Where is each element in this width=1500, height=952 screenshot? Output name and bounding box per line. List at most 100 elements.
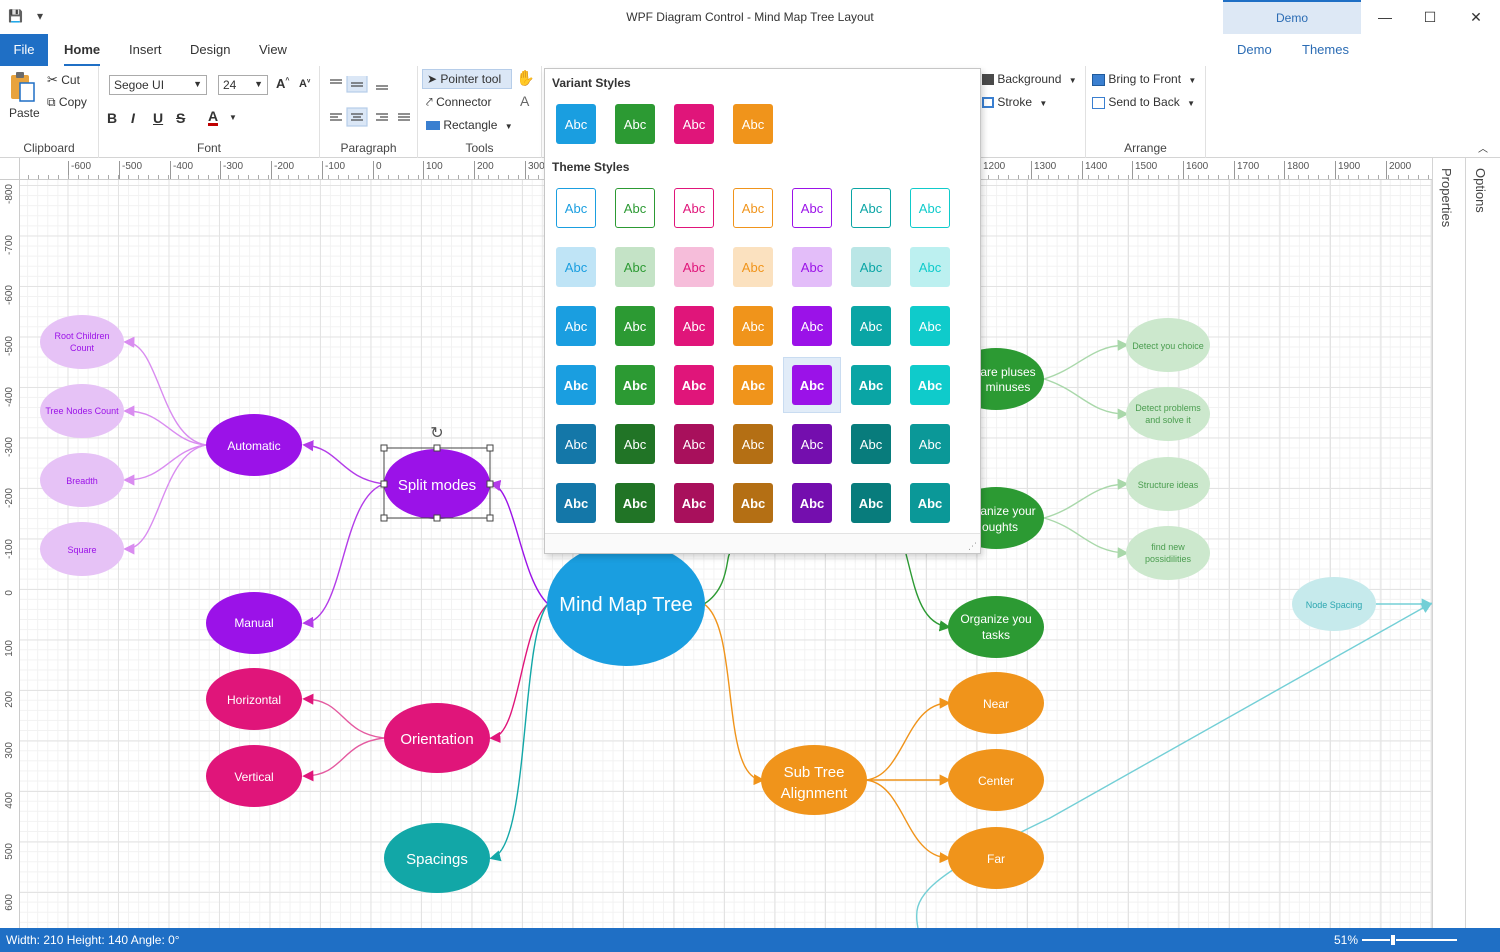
node-square[interactable]: Square bbox=[40, 522, 124, 576]
theme-style-swatch-dark[interactable]: Abc bbox=[615, 424, 655, 464]
node-structure-ideas[interactable]: Structure ideas bbox=[1126, 457, 1210, 511]
node-far[interactable]: Far bbox=[948, 827, 1044, 889]
theme-style-swatch-dark-bold[interactable]: Abc bbox=[851, 483, 891, 523]
connector-subtree-far[interactable] bbox=[865, 779, 951, 864]
node-organize-tasks[interactable]: Organize you tasks bbox=[948, 596, 1044, 658]
minimize-button[interactable]: — bbox=[1378, 9, 1392, 25]
theme-style-swatch-light[interactable]: Abc bbox=[733, 247, 773, 287]
connector-root-subtree[interactable] bbox=[703, 603, 765, 786]
theme-style-swatch-dark[interactable]: Abc bbox=[556, 424, 596, 464]
theme-style-swatch-dark-bold[interactable]: Abc bbox=[792, 483, 832, 523]
connector-root-split[interactable] bbox=[489, 479, 549, 605]
zoom-slider-thumb[interactable] bbox=[1390, 934, 1396, 946]
node-detect-choice[interactable]: Detect you choice bbox=[1126, 318, 1210, 372]
theme-style-swatch-outline[interactable]: Abc bbox=[733, 188, 773, 228]
save-icon[interactable]: 💾 bbox=[8, 9, 23, 23]
theme-style-swatch-outline[interactable]: Abc bbox=[674, 188, 714, 228]
paste-button[interactable] bbox=[8, 70, 40, 110]
theme-style-swatch-bold[interactable]: Abc bbox=[556, 365, 596, 405]
send-to-back-button[interactable]: Send to Back ▼ bbox=[1092, 95, 1195, 109]
theme-style-swatch-light[interactable]: Abc bbox=[674, 247, 714, 287]
theme-style-swatch-bold[interactable]: Abc bbox=[792, 365, 832, 405]
rotate-handle-icon[interactable]: ↻ bbox=[430, 425, 443, 442]
node-mind-map-tree[interactable]: Mind Map Tree bbox=[547, 542, 705, 666]
rectangle-button[interactable]: Rectangle ▼ bbox=[426, 118, 513, 132]
node-tree-nodes-count[interactable]: Tree Nodes Count bbox=[40, 384, 124, 438]
tab-demo[interactable]: Demo bbox=[1237, 42, 1272, 57]
connector-automatic-square[interactable] bbox=[123, 444, 207, 555]
theme-style-swatch-solid[interactable]: Abc bbox=[674, 306, 714, 346]
font-color-dropdown-icon[interactable]: ▼ bbox=[229, 113, 237, 122]
variant-style-swatch[interactable]: Abc bbox=[674, 104, 714, 144]
variant-style-swatch[interactable]: Abc bbox=[615, 104, 655, 144]
node-center[interactable]: Center bbox=[948, 749, 1044, 811]
theme-style-swatch-solid[interactable]: Abc bbox=[615, 306, 655, 346]
connector-orientation-vertical[interactable] bbox=[302, 737, 385, 782]
theme-style-swatch-solid[interactable]: Abc bbox=[733, 306, 773, 346]
connector-root-green[interactable] bbox=[703, 553, 731, 605]
connector-button[interactable]: ⤤ Connector bbox=[426, 95, 491, 110]
theme-style-swatch-solid[interactable]: Abc bbox=[910, 306, 950, 346]
node-node-spacing[interactable]: Node Spacing bbox=[1292, 577, 1376, 631]
node-breadth[interactable]: Breadth bbox=[40, 453, 124, 507]
tab-view[interactable]: View bbox=[259, 42, 287, 57]
theme-style-swatch-light[interactable]: Abc bbox=[615, 247, 655, 287]
node-find-new-possibilities[interactable]: find new possidilities bbox=[1126, 526, 1210, 580]
bold-button[interactable]: B bbox=[107, 110, 118, 126]
connector-compare-problems[interactable] bbox=[1043, 378, 1129, 420]
theme-style-swatch-light[interactable]: Abc bbox=[910, 247, 950, 287]
collapse-ribbon-icon[interactable]: ︿ bbox=[1478, 144, 1488, 155]
node-vertical[interactable]: Vertical bbox=[206, 745, 302, 807]
connector-split-automatic[interactable] bbox=[302, 440, 385, 485]
theme-style-swatch-dark[interactable]: Abc bbox=[733, 424, 773, 464]
pan-hand-icon[interactable]: ✋ bbox=[516, 70, 535, 87]
font-size-combo[interactable]: 24 ▼ bbox=[218, 75, 268, 95]
pointer-tool-button[interactable]: ➤ Pointer tool bbox=[422, 69, 512, 89]
theme-style-swatch-outline[interactable]: Abc bbox=[615, 188, 655, 228]
connector-node-spacing[interactable] bbox=[915, 602, 1432, 928]
theme-style-swatch-dark-bold[interactable]: Abc bbox=[674, 483, 714, 523]
theme-style-swatch-outline[interactable]: Abc bbox=[851, 188, 891, 228]
theme-style-swatch-light[interactable]: Abc bbox=[792, 247, 832, 287]
theme-style-swatch-dark[interactable]: Abc bbox=[910, 424, 950, 464]
font-color-button[interactable]: A bbox=[208, 108, 219, 126]
resize-grip-icon[interactable]: ⋰ bbox=[968, 541, 977, 551]
connector-thoughts-findnew[interactable] bbox=[1043, 517, 1129, 559]
zoom-slider[interactable] bbox=[1362, 939, 1457, 941]
connector-automatic-rootchildren[interactable] bbox=[123, 336, 207, 446]
text-tool-icon[interactable]: A bbox=[520, 93, 530, 109]
theme-style-swatch-light[interactable]: Abc bbox=[556, 247, 596, 287]
theme-style-swatch-dark[interactable]: Abc bbox=[674, 424, 714, 464]
connector-thoughts-structure[interactable] bbox=[1043, 478, 1129, 519]
theme-style-swatch-outline[interactable]: Abc bbox=[792, 188, 832, 228]
theme-style-swatch-solid[interactable]: Abc bbox=[851, 306, 891, 346]
context-tab-demo[interactable]: Demo bbox=[1223, 0, 1361, 34]
tab-file[interactable]: File bbox=[0, 34, 48, 66]
theme-style-swatch-dark-bold[interactable]: Abc bbox=[910, 483, 950, 523]
node-manual[interactable]: Manual bbox=[206, 592, 302, 654]
node-near[interactable]: Near bbox=[948, 672, 1044, 734]
cut-button[interactable]: ✂ Cut bbox=[47, 72, 80, 88]
theme-style-swatch-solid[interactable]: Abc bbox=[792, 306, 832, 346]
theme-style-swatch-bold[interactable]: Abc bbox=[674, 365, 714, 405]
close-button[interactable]: ✕ bbox=[1470, 9, 1482, 25]
alignment-icons[interactable] bbox=[328, 76, 416, 130]
node-sub-tree-alignment[interactable]: Sub Tree Alignment bbox=[761, 745, 867, 815]
theme-style-swatch-dark[interactable]: Abc bbox=[792, 424, 832, 464]
underline-button[interactable]: U bbox=[153, 110, 164, 126]
connector-automatic-treenodes[interactable] bbox=[123, 405, 207, 446]
qat-dropdown-icon[interactable]: ▾ bbox=[36, 9, 43, 23]
theme-style-swatch-outline[interactable]: Abc bbox=[910, 188, 950, 228]
connector-root-spacings[interactable] bbox=[489, 603, 549, 862]
theme-style-swatch-bold[interactable]: Abc bbox=[851, 365, 891, 405]
theme-style-swatch-light[interactable]: Abc bbox=[851, 247, 891, 287]
connector-split-manual[interactable] bbox=[302, 483, 385, 628]
theme-style-swatch-dark-bold[interactable]: Abc bbox=[615, 483, 655, 523]
theme-style-swatch-outline[interactable]: Abc bbox=[556, 188, 596, 228]
copy-button[interactable]: ⧉ Copy bbox=[47, 95, 87, 110]
background-button[interactable]: Background ▼ bbox=[982, 72, 1077, 86]
strikethrough-button[interactable]: S bbox=[176, 110, 186, 126]
italic-button[interactable]: I bbox=[131, 110, 135, 126]
mind-map-diagram[interactable]: Mind Map Tree Split modes ↻ bbox=[0, 158, 1432, 928]
tab-design[interactable]: Design bbox=[190, 42, 231, 57]
